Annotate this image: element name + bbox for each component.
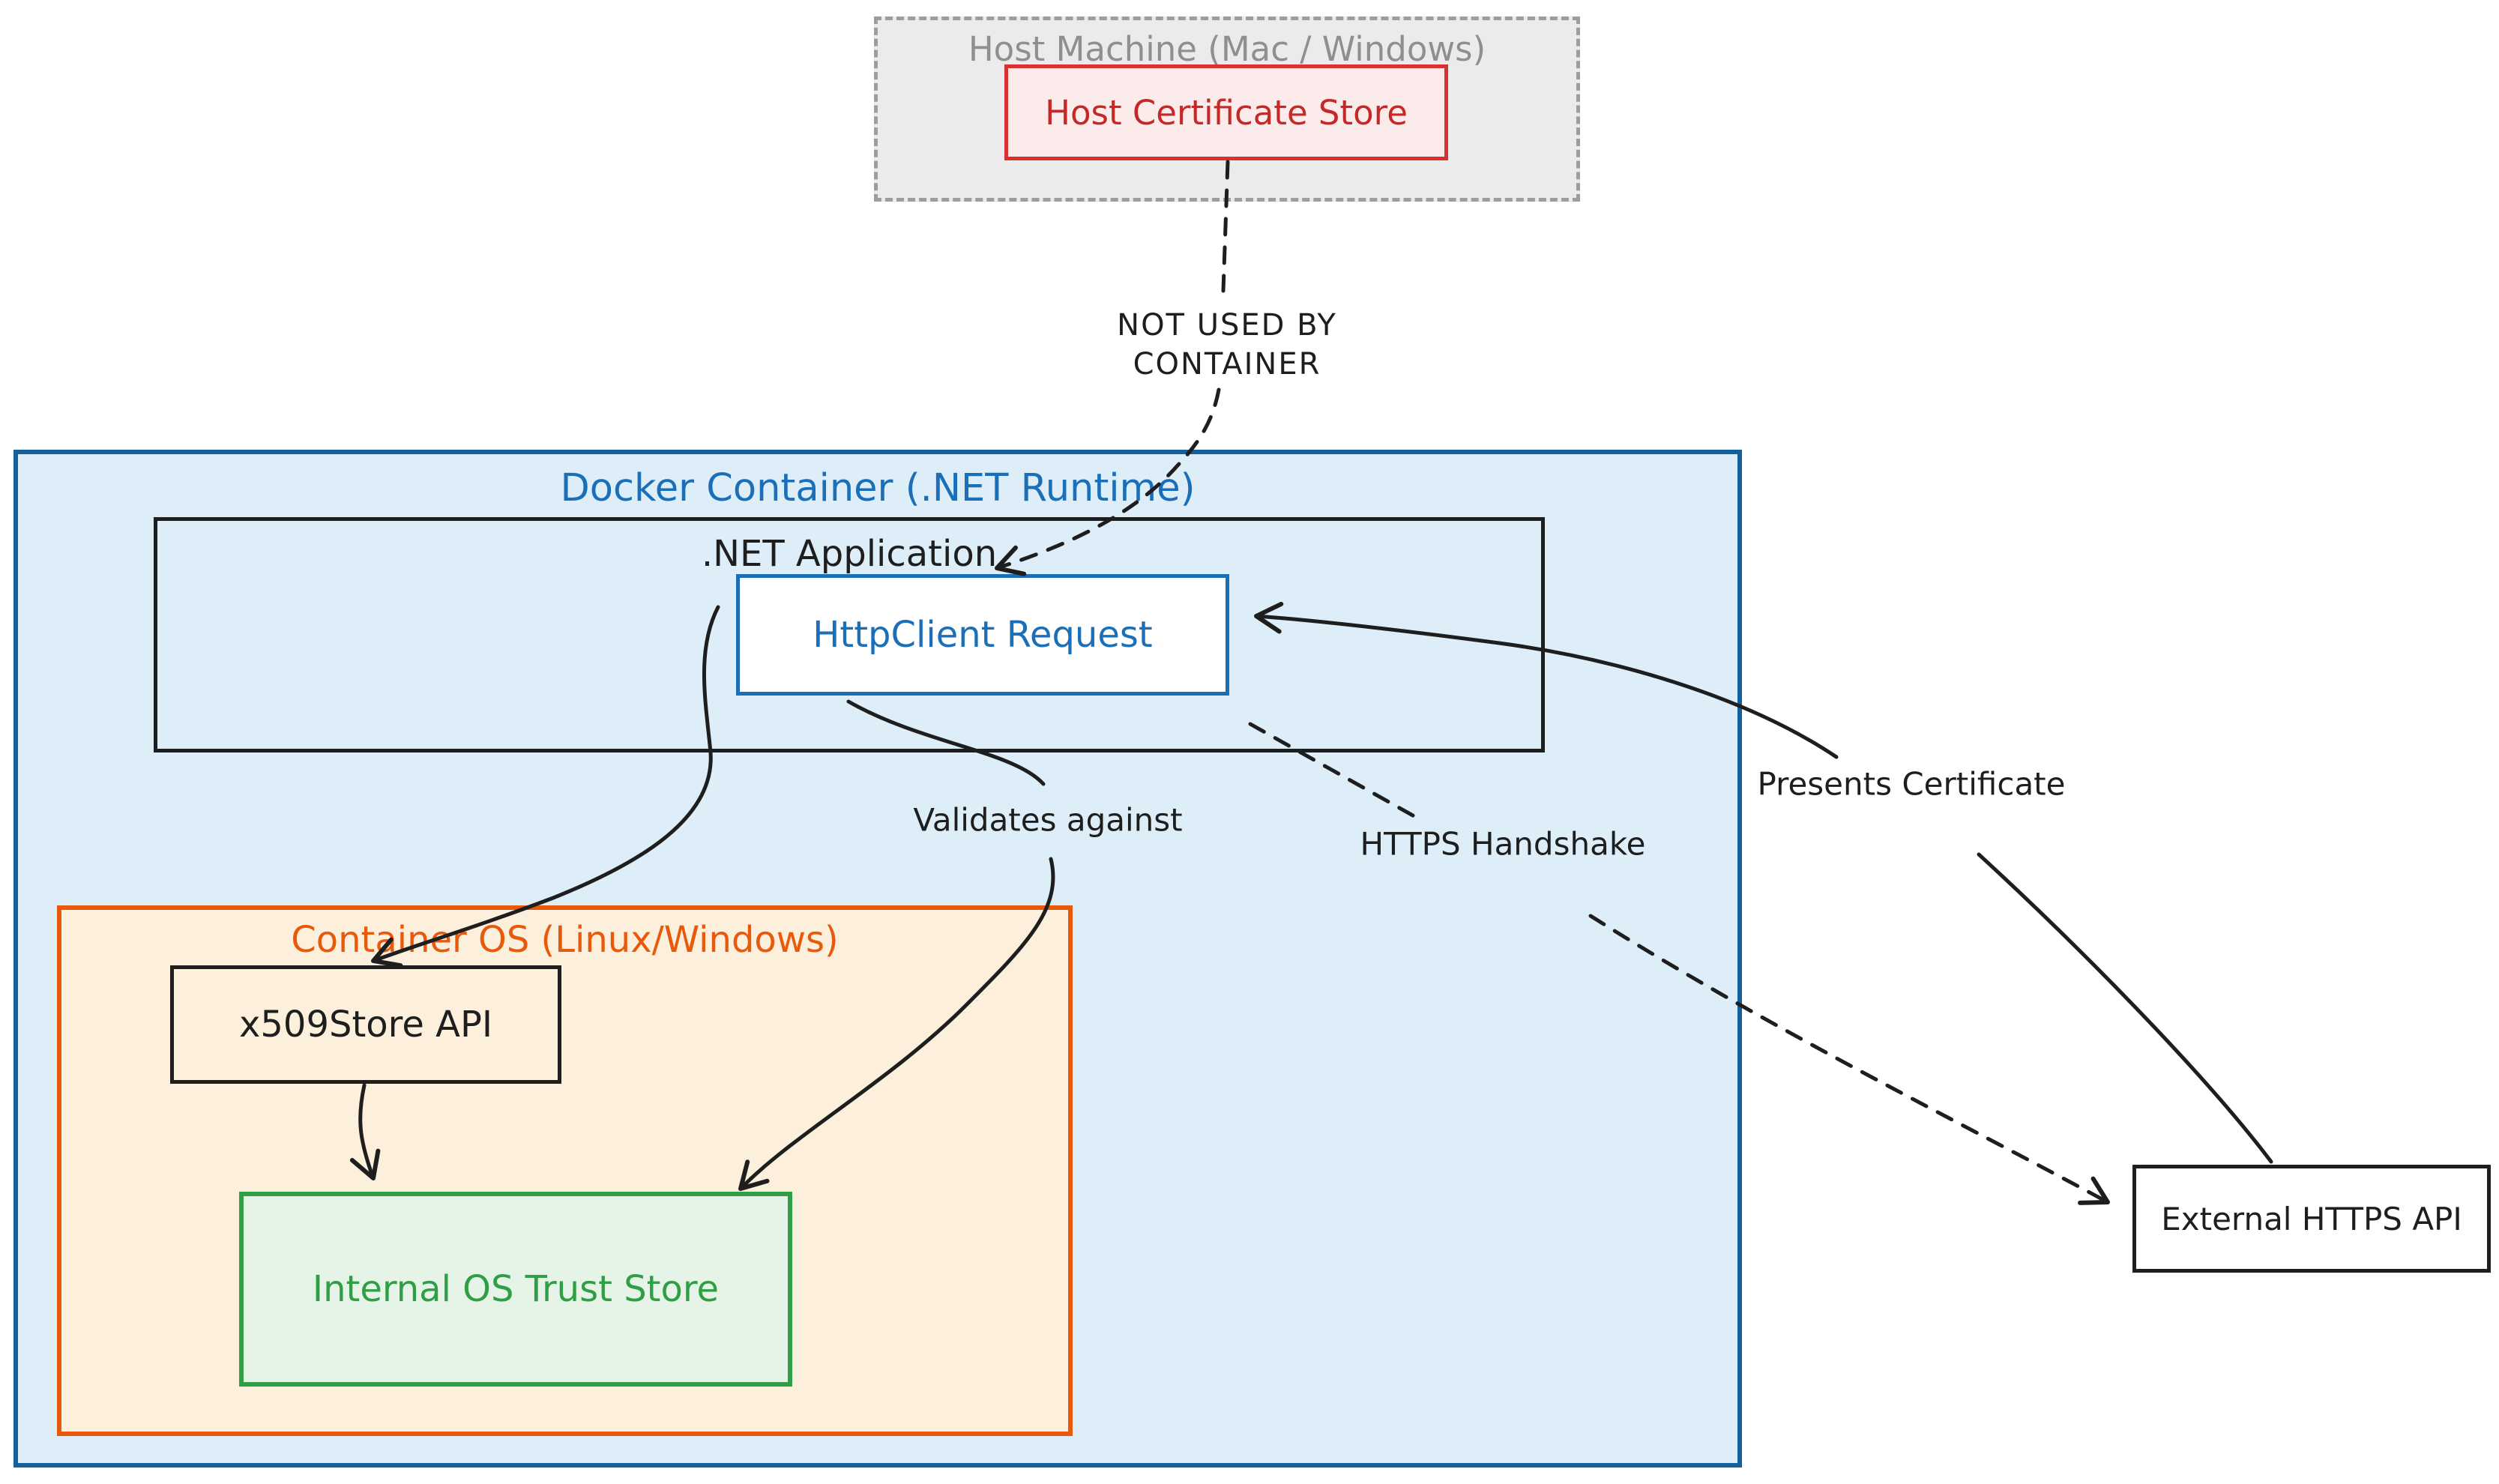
host-certificate-store-label: Host Certificate Store [1045,92,1408,133]
internal-os-trust-store-box: Internal OS Trust Store [239,1192,792,1387]
httpclient-request-box: HttpClient Request [736,574,1229,696]
not-used-by-container-label: NOT USED BY CONTAINER [1117,308,1337,381]
presents-certificate-label: Presents Certificate [1757,765,2066,803]
external-https-api-box: External HTTPS API [2132,1165,2491,1273]
internal-os-trust-store-label: Internal OS Trust Store [312,1268,720,1310]
docker-container-title: Docker Container (.NET Runtime) [560,466,1196,510]
host-machine-title: Host Machine (Mac / Windows) [968,29,1486,69]
host-certificate-store-box: Host Certificate Store [1004,64,1448,160]
dotnet-application-label: .NET Application [701,533,998,575]
httpclient-request-label: HttpClient Request [813,614,1153,656]
x509store-api-label: x509Store API [238,1004,493,1046]
https-handshake-label: HTTPS Handshake [1360,825,1646,863]
external-https-api-label: External HTTPS API [2161,1200,2462,1237]
validates-against-label: Validates against [913,801,1183,839]
container-os-title: Container OS (Linux/Windows) [291,919,839,961]
x509store-api-box: x509Store API [170,965,561,1084]
